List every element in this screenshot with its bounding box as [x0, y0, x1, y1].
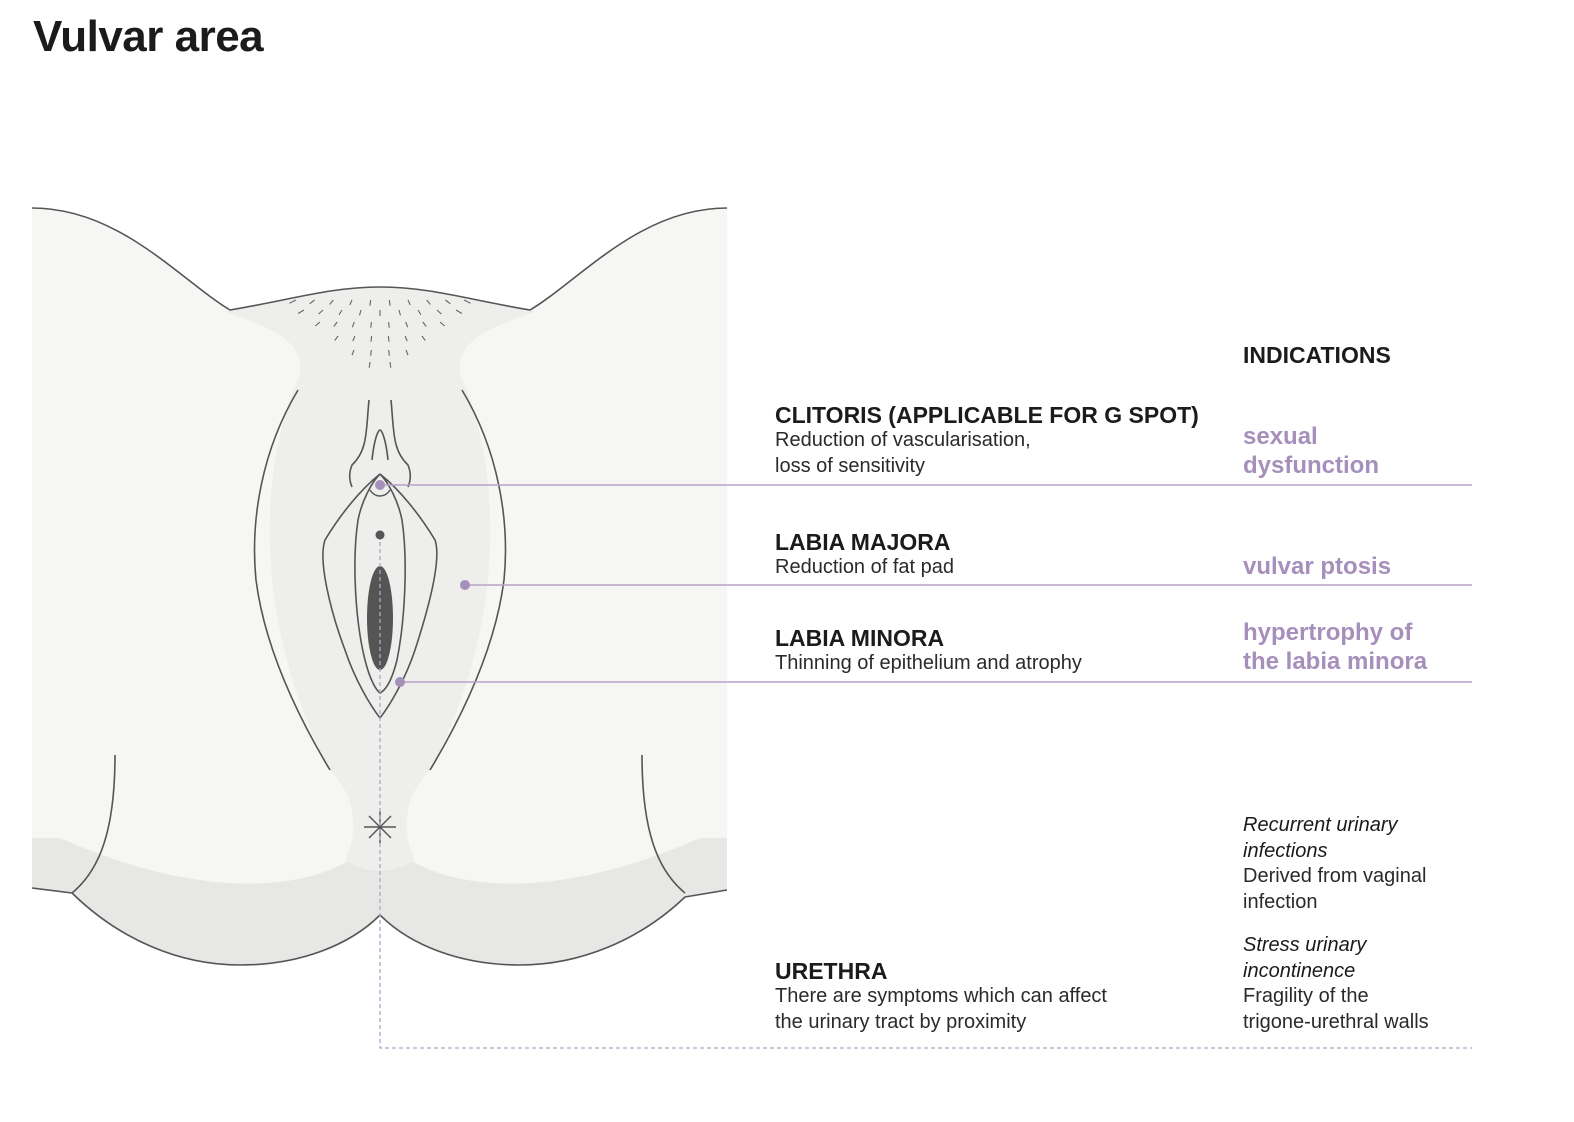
- clitoris-marker: [375, 480, 385, 490]
- indication-text: the labia minora: [1243, 648, 1428, 675]
- region-description: Reduction of fat pad: [775, 556, 955, 578]
- indication-text: infection: [1243, 890, 1318, 913]
- hair-stroke: [351, 349, 355, 356]
- indication-text: dysfunction: [1243, 452, 1379, 479]
- hair-stroke: [369, 299, 372, 306]
- hair-stroke: [352, 335, 356, 342]
- hair-stroke: [422, 321, 427, 327]
- outline-top: [31, 207, 728, 311]
- clitoris-glans: [369, 489, 391, 497]
- hair-stroke: [398, 309, 402, 316]
- thigh-right: [641, 754, 686, 894]
- indication-text: Derived from vaginal: [1243, 865, 1427, 887]
- hair-stroke: [387, 335, 390, 342]
- hair-stroke: [439, 321, 446, 327]
- labia-majora-left: [253, 389, 331, 771]
- hair-stroke: [368, 361, 371, 368]
- hair-stroke: [388, 321, 390, 328]
- hair-stroke: [358, 309, 362, 316]
- hair-stroke: [436, 309, 442, 315]
- region-description: Thinning of epithelium and atrophy: [775, 652, 1082, 674]
- hair-stroke: [349, 299, 353, 306]
- labia-majora-right: [429, 389, 507, 771]
- indication-title: Recurrent urinary: [1243, 814, 1398, 836]
- hair-stroke: [417, 309, 422, 316]
- hair-stroke: [463, 299, 471, 304]
- indication-clitoris: sexual dysfunction: [1243, 422, 1379, 480]
- region-labia-majora: LABIA MAJORA Reduction of fat pad: [775, 529, 954, 581]
- page-title: Vulvar area: [33, 12, 264, 61]
- hair-stroke: [314, 321, 321, 327]
- region-title: URETHRA: [775, 958, 888, 984]
- hair-stroke: [351, 321, 355, 328]
- indication-text: trigone-urethral walls: [1243, 1010, 1429, 1033]
- hair-stroke: [329, 299, 334, 305]
- indication-title: Stress urinary: [1243, 934, 1367, 956]
- urethra-leader-line: [379, 542, 1472, 1049]
- hair-stroke: [426, 299, 431, 305]
- indications-header: INDICATIONS: [1243, 342, 1391, 368]
- hair-stroke: [407, 299, 411, 306]
- hair-stroke: [445, 299, 451, 305]
- hair-stroke: [297, 309, 305, 314]
- indication-text: vulvar ptosis: [1243, 553, 1392, 580]
- region-title: LABIA MINORA: [775, 625, 945, 651]
- region-description: There are symptoms which can affect: [775, 985, 1107, 1007]
- hood-right: [390, 399, 412, 488]
- labia-minora-marker: [395, 677, 405, 687]
- hair-stroke: [338, 309, 343, 316]
- indication-title: infections: [1243, 839, 1328, 862]
- hair-stroke: [404, 335, 408, 342]
- hair-stroke: [318, 309, 324, 315]
- hair-stroke: [388, 349, 390, 356]
- hair-stroke: [421, 335, 426, 341]
- indication-labia-majora: vulvar ptosis: [1243, 552, 1391, 581]
- region-labia-minora: LABIA MINORA Thinning of epithelium and …: [775, 625, 1082, 677]
- hood-left: [348, 399, 370, 488]
- region-clitoris: CLITORIS (APPLICABLE FOR G SPOT) Reducti…: [775, 402, 1199, 479]
- region-title: CLITORIS (APPLICABLE FOR G SPOT): [775, 402, 1199, 428]
- indication-urethra-incontinence: Stress urinary incontinence Fragility of…: [1243, 933, 1429, 1035]
- hair-stroke: [370, 349, 372, 356]
- indication-urethra-infections: Recurrent urinary infections Derived fro…: [1243, 813, 1426, 915]
- hair-stroke: [405, 349, 409, 356]
- hair-stroke: [309, 299, 315, 305]
- hair-stroke: [370, 321, 372, 328]
- region-description: the urinary tract by proximity: [775, 1010, 1027, 1033]
- hood-tip: [371, 429, 389, 461]
- hair-stroke: [389, 361, 392, 368]
- region-urethra: URETHRA There are symptoms which can aff…: [775, 958, 1107, 1035]
- hair-stroke: [333, 321, 338, 327]
- indication-labia-minora: hypertrophy of the labia minora: [1243, 618, 1427, 676]
- hair-stroke: [405, 321, 409, 328]
- hair-stroke: [388, 299, 391, 306]
- vaginal-opening: [367, 566, 393, 670]
- hair-stroke: [289, 299, 297, 304]
- hair-stroke: [334, 335, 339, 341]
- hair-stroke: [455, 309, 463, 314]
- thigh-left: [71, 754, 116, 894]
- pubic-hair: [289, 299, 471, 368]
- hair-stroke: [370, 335, 373, 342]
- region-description: Reduction of vascularisation,: [775, 429, 1031, 451]
- region-title: LABIA MAJORA: [775, 529, 951, 555]
- urethral-opening: [375, 530, 385, 540]
- indication-text: hypertrophy of: [1243, 619, 1413, 646]
- labia-majora-marker: [460, 580, 470, 590]
- region-description: loss of sensitivity: [775, 454, 926, 477]
- indication-title: incontinence: [1243, 959, 1356, 982]
- indication-text: Fragility of the: [1243, 985, 1369, 1007]
- indication-text: sexual: [1243, 423, 1318, 450]
